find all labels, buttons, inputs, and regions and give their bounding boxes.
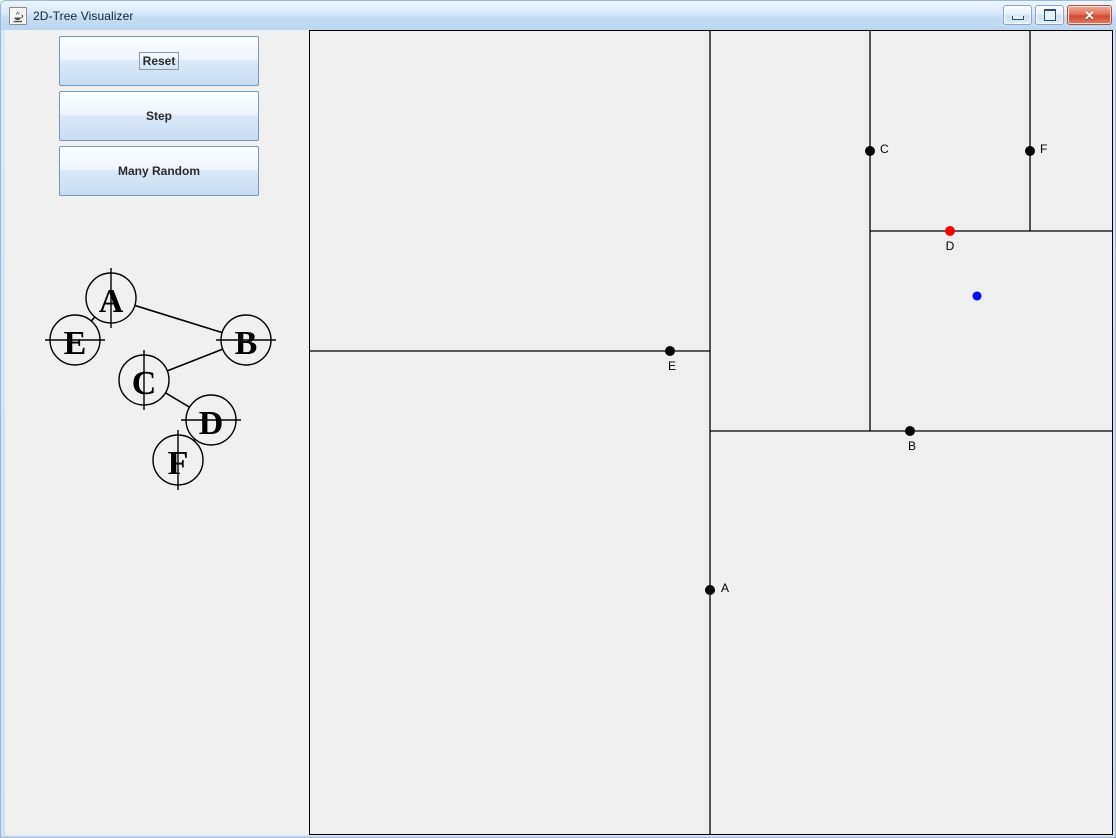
kd-point-D[interactable]: D [945,226,955,253]
kd-split-lines [310,31,1112,834]
close-button[interactable]: ✕ [1067,5,1112,25]
kd-point-F[interactable]: F [1025,142,1047,156]
tree-node-C[interactable]: C [118,350,170,410]
window-title: 2D-Tree Visualizer [33,8,134,23]
kd-point-dot-highlighted [945,226,955,236]
tree-node-B[interactable]: B [216,314,276,366]
kd-point-label: C [880,142,889,156]
close-icon: ✕ [1084,7,1095,23]
window-titlebar[interactable]: 2D-Tree Visualizer ✕ [1,1,1116,30]
kd-point-dot [865,146,875,156]
step-button-label: Step [145,109,172,123]
tree-node-label: E [64,325,87,362]
window-controls: ✕ [1003,5,1112,25]
tree-node-F[interactable]: F [152,430,204,490]
kd-tree-canvas-panel[interactable]: C F D E [309,30,1113,835]
reset-button-label: Reset [138,52,180,70]
step-button[interactable]: Step [59,91,259,141]
tree-node-D[interactable]: D [181,394,241,446]
kd-query-point[interactable] [972,291,982,301]
kd-point-label: F [1040,142,1047,156]
tree-diagram: A E B C [45,268,276,490]
kd-point-label: B [908,439,916,453]
window-content: Reset Step Many Random [5,30,1113,835]
kd-point-A[interactable]: A [705,581,729,595]
left-control-panel: Reset Step Many Random [5,30,309,835]
java-coffee-cup-icon [9,6,27,25]
kd-point-dot [905,426,915,436]
tree-node-label: C [132,365,157,402]
minimize-icon [1011,15,1024,20]
tree-node-label: A [99,283,124,320]
kd-point-C[interactable]: C [865,142,889,156]
kd-point-dot [1025,146,1035,156]
kd-point-B[interactable]: B [905,426,916,453]
reset-button[interactable]: Reset [59,36,259,86]
kd-query-dot [972,291,982,301]
tree-node-label: F [168,445,189,482]
tree-node-E[interactable]: E [45,314,105,366]
minimize-button[interactable] [1003,5,1032,25]
kd-tree-canvas[interactable]: C F D E [310,31,1112,834]
kd-point-label: E [668,359,676,373]
many-random-button[interactable]: Many Random [59,146,259,196]
kd-point-dot [705,585,715,595]
tree-node-label: B [235,325,258,362]
maximize-button[interactable] [1035,5,1064,25]
kd-point-E[interactable]: E [665,346,676,373]
tree-node-label: D [199,405,224,442]
many-random-button-label: Many Random [117,164,200,178]
tree-node-A[interactable]: A [85,268,137,328]
kd-point-dot [665,346,675,356]
maximize-icon [1043,9,1056,21]
kd-point-label: A [721,581,729,595]
kd-point-label: D [946,239,955,253]
